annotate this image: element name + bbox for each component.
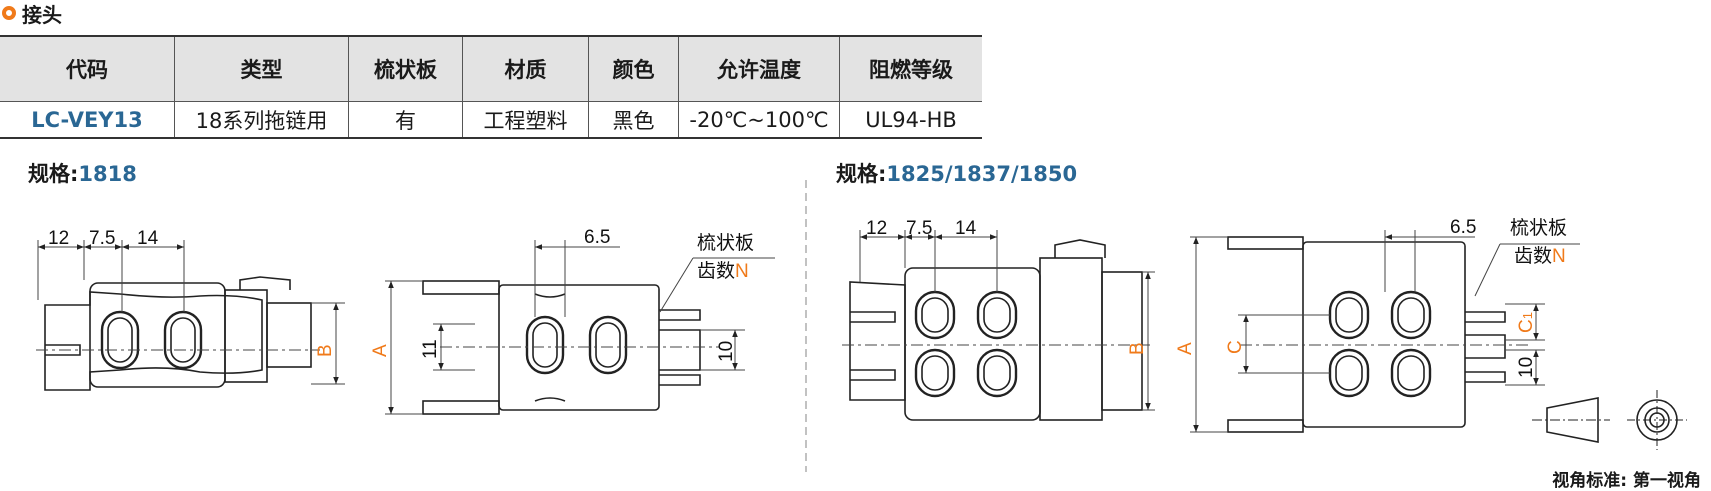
col-header: 代码 (0, 35, 175, 102)
callout-teeth-count: 齿数N (1514, 245, 1566, 267)
table-cell: 工程塑料 (462, 101, 589, 139)
dim-12: 12 (866, 218, 887, 239)
spec-label-left: 规格:1818 (28, 162, 137, 186)
drawing-1818-side (44, 276, 312, 391)
dim-lines-1818-top (385, 240, 775, 415)
col-header: 颜色 (588, 35, 679, 102)
dim-lines-1825-side (842, 230, 1155, 411)
dim-10: 10 (716, 341, 737, 362)
dim-10: 10 (1516, 357, 1537, 378)
first-angle-projection-icon (1532, 390, 1687, 450)
dim-7-5: 7.5 (906, 218, 932, 239)
dim-6-5: 6.5 (1450, 217, 1476, 238)
col-header: 阻燃等级 (839, 35, 982, 102)
col-header: 允许温度 (678, 35, 840, 102)
table-cell: 有 (348, 101, 463, 139)
dim-12: 12 (48, 228, 69, 249)
drawing-1825-side (849, 239, 1143, 421)
col-header: 梳状板 (348, 35, 463, 102)
table-row: LC-VEY13 18系列拖链用 有 工程塑料 黑色 -20℃~100℃ UL9… (0, 101, 982, 139)
dim-14: 14 (137, 228, 159, 249)
col-header: 类型 (174, 35, 349, 102)
dim-B: B (315, 344, 336, 357)
dim-lines-1825-top (1190, 230, 1580, 433)
drawing-1825-top (1227, 236, 1506, 433)
projection-note: 视角标准: 第一视角 (1552, 471, 1701, 491)
dim-A: A (1175, 342, 1196, 355)
table-cell: -20℃~100℃ (678, 101, 840, 139)
dim-11: 11 (420, 339, 441, 359)
section-title: 接头 (2, 0, 62, 27)
section-title-text: 接头 (22, 2, 62, 27)
callout-comb-plate: 梳状板 (1510, 217, 1567, 239)
table-header-row: 代码 类型 梳状板 材质 颜色 允许温度 阻燃等级 (0, 35, 982, 102)
dim-6-5: 6.5 (584, 227, 610, 248)
callout-comb-plate: 梳状板 (697, 232, 754, 254)
dim-A: A (370, 344, 391, 357)
callout-teeth-count: 齿数N (697, 260, 749, 282)
dim-14: 14 (955, 218, 977, 239)
spec-table: 代码 类型 梳状板 材质 颜色 允许温度 阻燃等级 LC-VEY13 18系列拖… (0, 35, 982, 139)
dim-C1: C1 (1516, 312, 1537, 333)
table-cell-code: LC-VEY13 (0, 101, 175, 139)
col-header: 材质 (462, 35, 589, 102)
table-cell: 黑色 (588, 101, 679, 139)
table-cell: 18系列拖链用 (174, 101, 349, 139)
spec-label-right: 规格:1825/1837/1850 (836, 162, 1078, 186)
table-cell: UL94-HB (839, 101, 982, 139)
dim-B: B (1127, 342, 1148, 355)
dim-7-5: 7.5 (89, 228, 115, 249)
dim-lines-1818-side (36, 240, 345, 385)
ring-icon (2, 6, 16, 20)
dim-C: C (1225, 340, 1246, 354)
